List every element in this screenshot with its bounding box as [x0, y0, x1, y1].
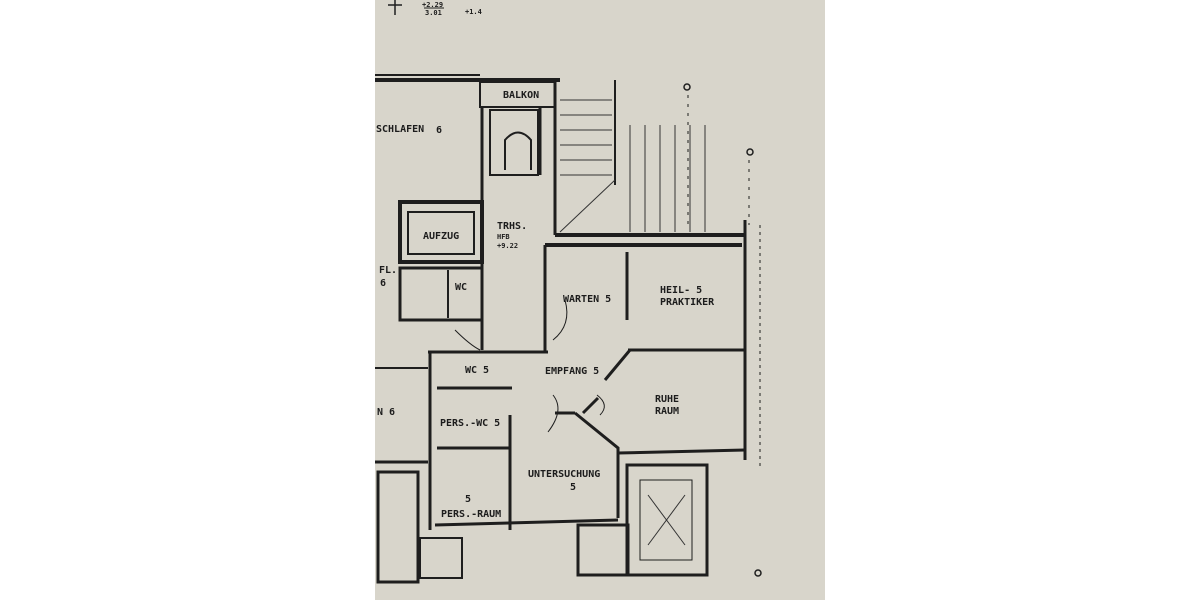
room-label-warten: WARTEN 5 [563, 294, 611, 305]
room-label-aufzug: AUFZUG [423, 231, 459, 242]
room-label-balkon: BALKON [503, 90, 539, 101]
room-label-empfang: EMPFANG 5 [545, 366, 599, 377]
room-label-praktiker: PRAKTIKER [660, 297, 715, 308]
room-label-left: N 6 [377, 407, 395, 418]
room-mark-untersuchung: 5 [570, 482, 576, 493]
room-label-wcs: WC 5 [465, 365, 489, 376]
room-label-raum: RAUM [655, 406, 679, 417]
room-label-ruhe: RUHE [655, 394, 679, 405]
room-mark-pers-raum: 5 [465, 494, 471, 505]
room-label-fl: FL. [379, 265, 397, 276]
top-height-mark: +2.29 [422, 1, 443, 9]
room-mark-fl: 6 [380, 278, 386, 289]
walls [375, 0, 762, 584]
room-label-heil: HEIL- 5 [660, 285, 702, 296]
room-label-schlafen: SCHLAFEN [376, 124, 424, 135]
trhs-level: +9.22 [497, 242, 518, 250]
room-label-untersuchung: UNTERSUCHUNG [528, 469, 600, 480]
room-label-trhs: TRHS. [497, 221, 527, 232]
room-label-pers-wcs: PERS.-WC 5 [440, 418, 500, 429]
room-label-pers-raum: PERS.-RAUM [441, 509, 501, 520]
top-dimension-mark: 3.01 [425, 9, 442, 17]
trhs-hfb: HFB [497, 233, 510, 241]
room-label-wc: WC [455, 282, 467, 293]
top-level-mark: +1.4 [465, 8, 482, 16]
stair-hatching [559, 99, 706, 546]
room-mark-schlafen: 6 [436, 125, 442, 136]
